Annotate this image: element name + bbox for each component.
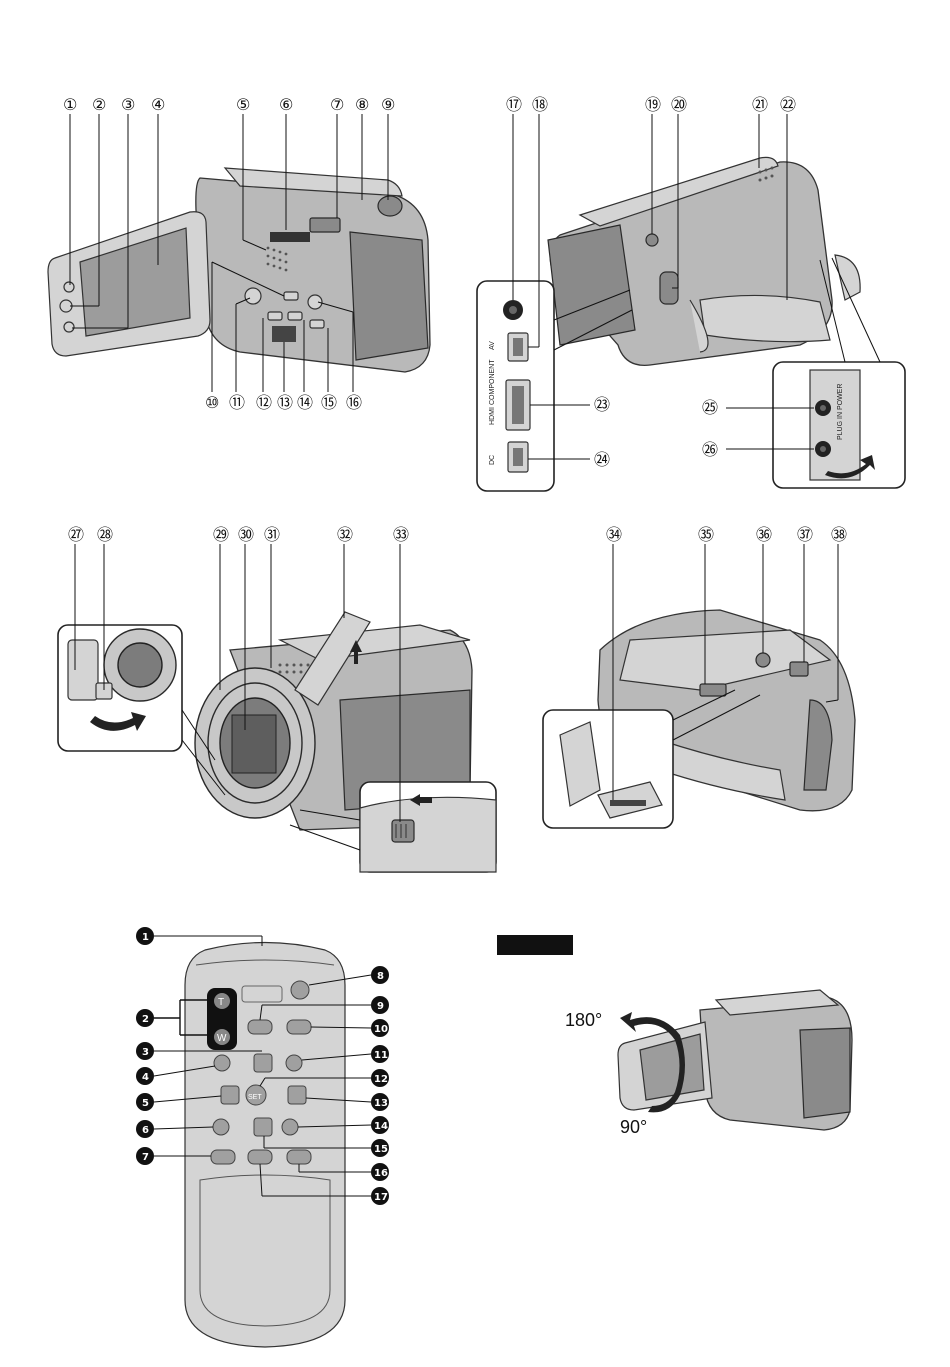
callout-35: ㉟ (698, 525, 714, 544)
callout-31: ㉛ (264, 525, 280, 544)
callout-19: ⑲ (645, 95, 661, 114)
remote-callout-17: 17 (374, 1192, 388, 1203)
remote-callout-11: 11 (374, 1050, 388, 1061)
remote-callout-12: 12 (374, 1074, 388, 1085)
callout-2: ② (92, 95, 106, 114)
mic-label: PLUG IN POWER (837, 384, 844, 440)
remote-set-label: SET (248, 1094, 262, 1101)
callout-18: ⑱ (532, 95, 548, 114)
callout-7: ⑦ (330, 95, 344, 114)
remote-callout-15: 15 (374, 1144, 388, 1155)
hdmi-label: HDMI (489, 407, 496, 425)
callout-6: ⑥ (279, 95, 293, 114)
callout-14: ⑭ (297, 393, 313, 412)
remote-callout-7: 7 (142, 1152, 149, 1163)
remote-callout-13: 13 (374, 1098, 388, 1109)
callout-15: ⑮ (321, 393, 337, 412)
callout-10: ⑩ (205, 393, 219, 412)
callout-20: ⑳ (671, 95, 687, 114)
remote-callout-5: 5 (142, 1098, 149, 1109)
remote-callout-10: 10 (374, 1024, 388, 1035)
callout-34: ㉞ (606, 525, 622, 544)
callout-17: ⑰ (506, 95, 522, 114)
callout-38: ㊳ (831, 525, 847, 544)
callout-33: ㉝ (393, 525, 409, 544)
remote-callout-9: 9 (377, 1001, 384, 1012)
remote-callout-16: 16 (374, 1168, 388, 1179)
callout-1: ① (63, 95, 77, 114)
callout-3: ③ (121, 95, 135, 114)
remote-callout-8: 8 (377, 971, 384, 982)
callout-27: ㉗ (68, 525, 84, 544)
callout-16: ⑯ (346, 393, 362, 412)
callout-5: ⑤ (236, 95, 250, 114)
callout-32: ㉜ (337, 525, 353, 544)
callout-21: ㉑ (752, 95, 768, 114)
callout-37: ㊲ (797, 525, 813, 544)
remote-callout-3: 3 (142, 1047, 149, 1058)
callout-12: ⑫ (256, 393, 272, 412)
remote-callout-6: 6 (142, 1125, 149, 1136)
callout-11: ⑪ (229, 393, 245, 412)
callout-13: ⑬ (277, 393, 293, 412)
remote-control: T W SET (185, 943, 345, 1348)
callout-26: ㉖ (702, 440, 718, 459)
callout-8: ⑧ (355, 95, 369, 114)
callout-24: ㉔ (594, 450, 610, 469)
callout-36: ㊱ (756, 525, 772, 544)
remote-callout-14: 14 (374, 1121, 388, 1132)
remote-w-label: W (217, 1033, 227, 1044)
callout-23: ㉓ (594, 395, 610, 414)
rotation-180-label: 180° (565, 1010, 602, 1030)
remote-t-label: T (218, 997, 224, 1008)
rotation-90-label: 90° (620, 1117, 647, 1137)
callout-22: ㉒ (780, 95, 796, 114)
callout-28: ㉘ (97, 525, 113, 544)
camcorder-front-left-view (48, 168, 430, 372)
callout-25: ㉕ (702, 398, 718, 417)
callout-9: ⑨ (381, 95, 395, 114)
lcd-rotation-diagram: 180° 90° (497, 935, 852, 1137)
callout-30: ㉚ (238, 525, 254, 544)
component-label: COMPONENT (489, 359, 496, 405)
black-label-bar (497, 935, 573, 955)
remote-callout-2: 2 (142, 1014, 149, 1025)
camcorder-rear-right-view (548, 157, 860, 365)
dc-label: DC (489, 455, 496, 465)
av-label: AV (489, 341, 496, 350)
callout-29: ㉙ (213, 525, 229, 544)
remote-callout-4: 4 (142, 1072, 149, 1083)
callout-4: ④ (151, 95, 165, 114)
remote-callout-1: 1 (142, 932, 149, 943)
